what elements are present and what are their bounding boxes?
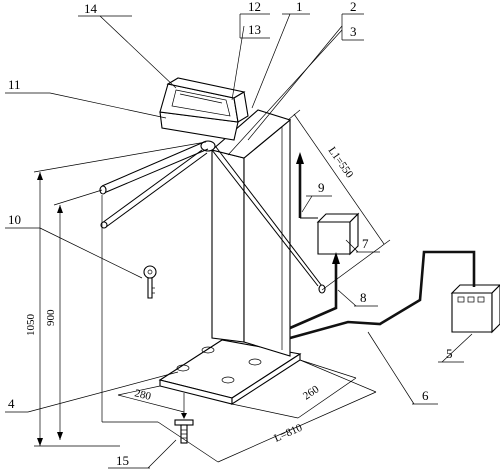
- label-6: 6: [422, 388, 429, 403]
- label-14: 14: [84, 1, 98, 16]
- dim-1050: 1050: [25, 314, 37, 337]
- dim-280: 280: [133, 387, 152, 403]
- label-12: 12: [248, 0, 261, 14]
- label-2: 2: [350, 0, 357, 14]
- key-icon: [143, 265, 157, 299]
- tripod-arms: [99, 140, 326, 294]
- junction-box: [316, 212, 360, 256]
- label-15: 15: [116, 453, 129, 468]
- control-panel: [450, 284, 500, 334]
- dim-260: 260: [301, 383, 322, 402]
- dim-l-810: L=810: [272, 422, 304, 445]
- base-plate: [158, 339, 302, 406]
- pillar: [210, 109, 292, 357]
- label-11: 11: [8, 77, 21, 92]
- label-7: 7: [362, 236, 369, 251]
- dim-l1-550: L1=550: [326, 145, 356, 181]
- label-13: 13: [248, 22, 261, 37]
- leader-lines: [5, 13, 473, 469]
- label-1: 1: [296, 0, 303, 14]
- dimension-lines: [33, 109, 391, 463]
- label-10: 10: [8, 212, 21, 227]
- display-head: [159, 77, 249, 141]
- cables: [289, 152, 476, 340]
- label-3: 3: [350, 24, 357, 39]
- dim-900: 900: [45, 309, 57, 326]
- label-4: 4: [8, 396, 15, 411]
- callout-labels: 14 12 13 1 2 3 11 10 9 7 8 5 6 4 15: [8, 0, 453, 468]
- label-9: 9: [318, 180, 325, 195]
- label-5: 5: [446, 346, 453, 361]
- label-8: 8: [360, 290, 367, 305]
